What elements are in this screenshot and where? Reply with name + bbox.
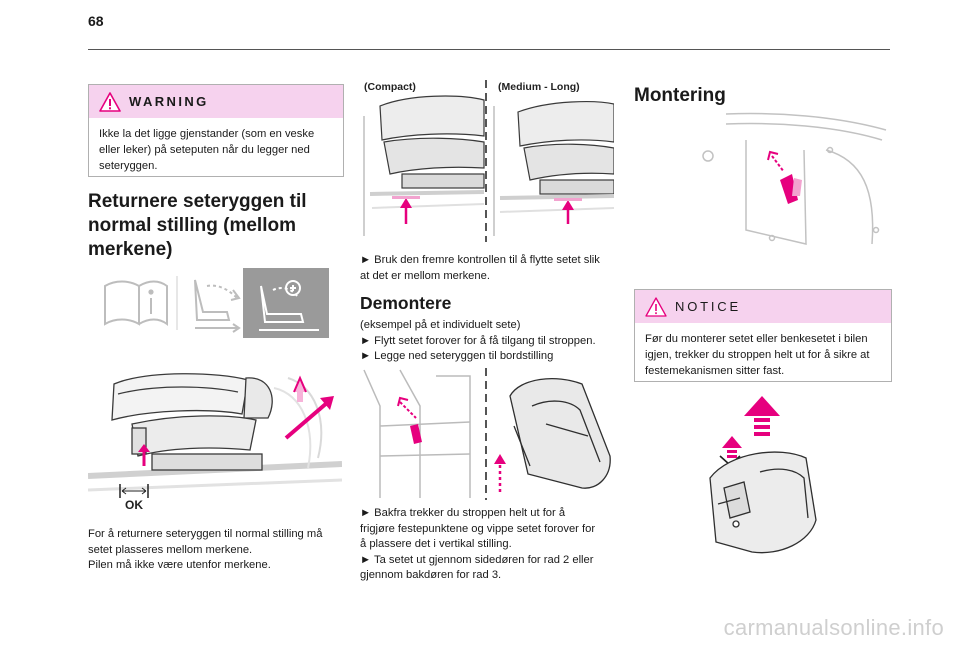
seat-recline-icon — [259, 280, 319, 331]
return-heading-line-3: merkene) — [88, 239, 173, 260]
install-bracket-illustration — [702, 112, 887, 245]
remove-intro: (eksempel på et individuelt sete) ► Flyt… — [360, 318, 620, 365]
small-up-arrow-icon — [722, 436, 742, 458]
medium-long-label: (Medium - Long) — [498, 81, 580, 93]
return-caption-line-2: setet plasseres mellom merkene. — [88, 543, 253, 556]
return-heading-line-2: normal stilling (mellom — [88, 215, 296, 236]
compact-caption: ► Bruk den fremre kontrollen til å flytt… — [360, 253, 620, 284]
notice-title: NOTICE — [675, 299, 741, 314]
warning-title: WARNING — [129, 94, 209, 109]
upright-seat-illustration — [509, 378, 611, 489]
seat-lift-arrow-icon — [494, 454, 506, 492]
install-seat-figure — [700, 392, 822, 560]
big-up-arrow-icon — [744, 396, 780, 436]
notice-text: Før du monterer setet eller benkesetet i… — [645, 333, 870, 377]
remove-caption: ► Bakfra trekker du stroppen helt ut for… — [360, 506, 620, 584]
footer-watermark: carmanualsonline.info — [723, 615, 944, 640]
seat-ok-figure: OK — [88, 358, 342, 510]
remove-intro-line-1: (eksempel på et individuelt sete) — [360, 319, 521, 331]
compact-seat-illustration — [363, 95, 485, 236]
remove-caption-line-5: gjennom bakdøren for rad 3. — [360, 569, 502, 582]
install-strap-figure — [686, 110, 890, 250]
return-caption-line-3: Pilen må ikke være utenfor merkene. — [88, 559, 271, 572]
warning-box: WARNING Ikke la det ligge gjenstander (s… — [88, 84, 344, 177]
medium-seat-illustration — [493, 101, 614, 236]
top-divider — [88, 49, 890, 50]
compact-caption-line-2: at det er mellom merkene. — [360, 269, 490, 282]
notice-header: NOTICE — [635, 290, 891, 323]
remove-seat-figure — [360, 366, 614, 502]
strap-pull-illustration — [363, 369, 471, 498]
notice-triangle-icon — [645, 296, 667, 317]
compact-up-arrow-icon — [392, 196, 420, 224]
install-heading: Montering — [634, 85, 726, 106]
install-strap-icon — [767, 150, 802, 204]
folded-seat-illustration — [709, 451, 817, 554]
remove-caption-line-4: ► Ta setet ut gjennom sidedøren for rad … — [360, 553, 594, 566]
return-caption-line-1: For å returnere seteryggen til normal st… — [88, 528, 323, 540]
return-heading-line-1: Returnere seteryggen til — [88, 191, 307, 212]
seat-illustration — [111, 373, 273, 471]
remove-intro-line-3: ► Legge ned seteryggen til bordstilling — [360, 350, 554, 363]
page-number: 68 — [88, 13, 104, 29]
compact-caption-line-1: ► Bruk den fremre kontrollen til å flytt… — [360, 254, 600, 266]
notice-box: NOTICE Før du monterer setet eller benke… — [634, 289, 892, 382]
book-info-icon — [104, 280, 168, 326]
strap-handle-icon — [397, 396, 422, 444]
return-caption: For å returnere seteryggen til normal st… — [88, 527, 348, 574]
ok-mark-label: OK — [125, 498, 143, 510]
warning-header: WARNING — [89, 85, 343, 118]
seat-adjust-icon — [194, 279, 241, 333]
manual-icons-figure — [95, 268, 329, 338]
seat-control-icon-bg — [243, 268, 329, 338]
warning-triangle-icon — [99, 91, 121, 112]
remove-intro-line-2: ► Flytt setet forover for å få tilgang t… — [360, 334, 596, 347]
remove-caption-line-1: ► Bakfra trekker du stroppen helt ut for… — [360, 507, 566, 519]
remove-heading: Demontere — [360, 293, 452, 313]
medium-up-arrow-icon — [554, 198, 582, 224]
warning-text: Ikke la det ligge gjenstander (som en ve… — [99, 128, 315, 172]
remove-caption-line-2: frigjøre festepunktene og vippe setet fo… — [360, 522, 596, 535]
compact-label: (Compact) — [364, 81, 416, 93]
compact-medium-figure: (Compact) (Medium - Long) — [360, 76, 614, 246]
return-heading: Returnere seteryggen til normal stilling… — [88, 190, 342, 262]
remove-caption-line-3: å plassere det i vertikal stilling. — [360, 538, 512, 551]
